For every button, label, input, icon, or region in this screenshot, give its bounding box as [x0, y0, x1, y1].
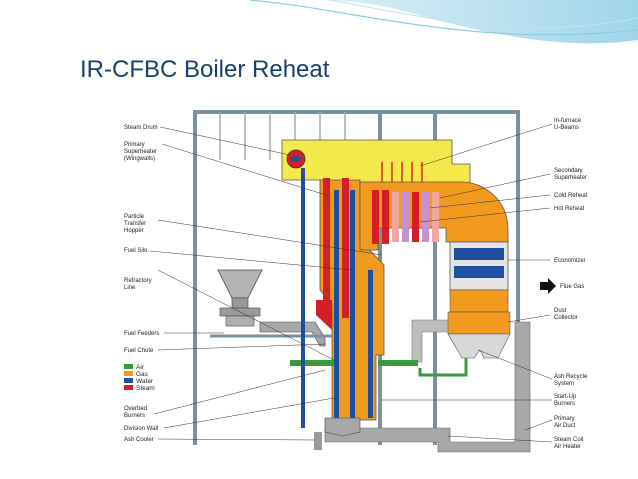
label-refractory-2: Line [124, 285, 136, 291]
label-fuel-feeders: Fuel Feeders [124, 331, 159, 337]
label-particle-transfer-1: Particle [124, 214, 145, 220]
label-steam-coil-1: Steam Coil [554, 437, 583, 443]
fuel-feeder-base [225, 315, 255, 327]
steam-risers [316, 178, 349, 330]
legend-swatch-water [124, 378, 133, 383]
superheater-tubes [372, 190, 439, 244]
legend: Air Gas Water Steam [124, 364, 155, 392]
flue-gas-header [449, 289, 509, 313]
label-primary-superheater-2: Superheater [124, 149, 157, 155]
legend-label-steam: Steam [136, 385, 155, 392]
slide-title: IR-CFBC Boiler Reheat [80, 56, 330, 83]
fuel-silo-hopper [217, 269, 263, 299]
economizer-bank-1 [454, 248, 504, 260]
legend-swatch-air [124, 364, 133, 369]
label-secondary-sh-1: Secondary [554, 168, 583, 174]
label-overbed-2: Burners [124, 413, 145, 419]
ash-recycle-pipe [418, 345, 468, 377]
legend-label-gas: Gas [136, 371, 149, 378]
label-ash-recycle-2: System [554, 381, 574, 387]
fuel-silo-neck [231, 297, 249, 309]
left-callouts: Steam Drum Primary Superheater (Wingwall… [124, 125, 159, 443]
water-wall-tubes [334, 190, 373, 418]
legend-swatch-steam [124, 385, 133, 390]
flue-gas-arrow [540, 278, 556, 294]
overbed-air-duct [290, 360, 334, 366]
economizer-bank-2 [454, 266, 504, 278]
ash-cooler-pipe [314, 432, 322, 450]
label-refractory-1: Refractory [124, 278, 152, 284]
label-secondary-sh-2: Superheater [554, 175, 587, 181]
label-fuel-silo: Fuel Silo [124, 248, 148, 254]
label-cold-reheat: Cold Reheat [554, 193, 588, 199]
label-u-beams-1: In-furnace [554, 118, 582, 124]
flue-gas-duct [411, 319, 451, 363]
label-fuel-chute: Fuel Chute [124, 348, 154, 354]
label-u-beams-2: U-Beams [554, 125, 579, 131]
dust-collector [447, 311, 511, 335]
legend-swatch-gas [124, 371, 133, 376]
label-ash-cooler: Ash Cooler [124, 437, 154, 443]
label-flue-gas: Flue Gas [560, 284, 584, 290]
legend-label-air: Air [136, 364, 145, 371]
label-primary-air-1: Primary [554, 416, 575, 422]
label-dust-collector-2: Collector [554, 315, 578, 321]
label-steam-drum: Steam Drum [124, 125, 158, 131]
label-particle-transfer-2: Transfer [124, 221, 146, 227]
label-particle-transfer-3: Hopper [124, 228, 144, 234]
legend-label-water: Water [136, 378, 154, 385]
label-startup-1: Start-Up [554, 394, 577, 400]
boiler-diagram: Steam Drum Primary Superheater (Wingwall… [124, 110, 588, 453]
label-ash-recycle-1: Ash Recycle [554, 374, 588, 380]
label-steam-coil-2: Air Heater [554, 444, 581, 450]
label-economizer: Economizer [554, 258, 586, 264]
right-callouts: In-furnace U-Beams Secondary Superheater… [554, 118, 588, 450]
label-primary-air-2: Air Duct [554, 423, 576, 429]
steam-drum-core [291, 156, 301, 162]
label-dust-collector-1: Dust [554, 308, 567, 314]
label-division-wall: Division Wall [124, 426, 158, 432]
header-wave-decoration [0, 0, 638, 44]
ash-cooler-vessel [324, 417, 361, 437]
label-primary-superheater-1: Primary [124, 142, 145, 148]
label-hot-reheat: Hot Reheat [554, 206, 585, 212]
leader-lines [149, 123, 553, 443]
label-overbed-1: Overbed [124, 406, 147, 412]
secondary-air-duct [378, 360, 418, 366]
label-primary-superheater-3: (Wingwalls) [124, 156, 155, 162]
label-startup-2: Burners [554, 401, 575, 407]
primary-air-duct [324, 321, 531, 453]
fuel-chute-pipe [259, 321, 326, 347]
dust-hoppers [447, 333, 511, 359]
downcomer [301, 168, 305, 428]
